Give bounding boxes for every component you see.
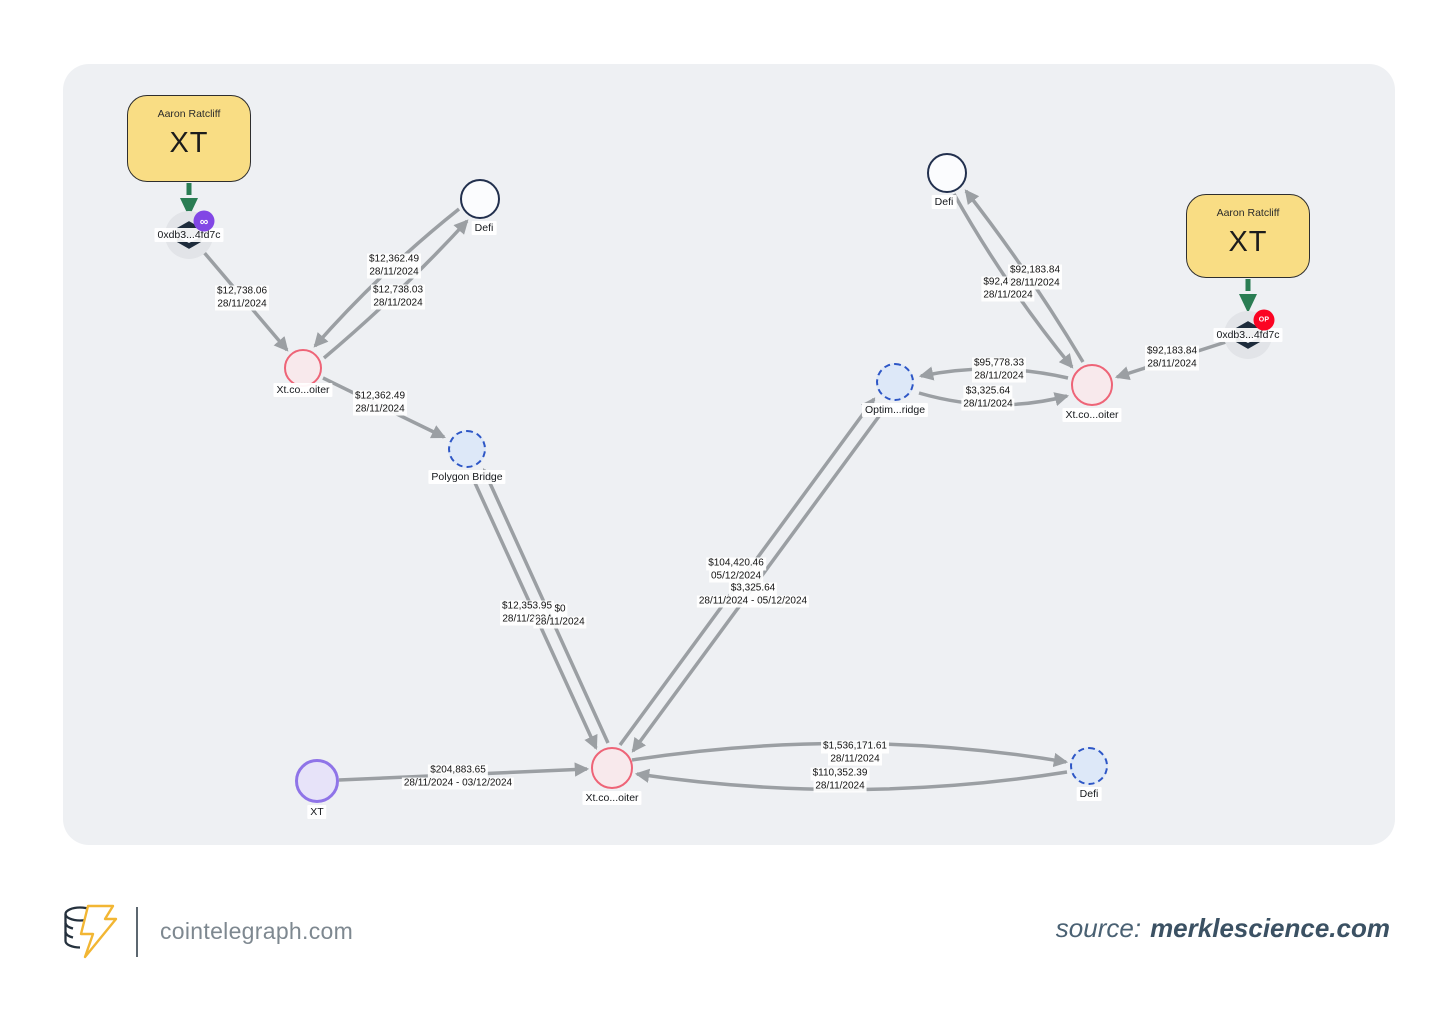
edge-amount: $12,738.03 [370, 284, 426, 297]
attribution-arrowhead-right [1239, 294, 1257, 313]
edge-date: 28/11/2024 [533, 616, 587, 629]
edge-amount: $0 [552, 603, 568, 616]
edge-amount: $95,778.33 [971, 357, 1027, 370]
edge-date: 28/11/2024 [813, 780, 867, 793]
actor-ticker: XT [1228, 226, 1268, 258]
node-label: Xt.co...oiter [582, 791, 642, 805]
actor-card-right: Aaron Ratcliff XT [1186, 194, 1310, 278]
edge-label: $92,49 28/11/2024 [981, 276, 1035, 302]
node-exchange-center [591, 747, 633, 789]
brand-site: cointelegraph.com [160, 918, 354, 944]
footer-divider [136, 906, 138, 957]
edge-label: $12,362.49 28/11/2024 [366, 253, 422, 279]
wallet-address-left: 0xdb3...4fd7c [154, 228, 224, 242]
edge-date: 28/11/2024 - 03/12/2024 [401, 777, 515, 790]
node-label: Xt.co...oiter [273, 383, 333, 397]
edge-date: 28/11/2024 [828, 753, 882, 766]
edge-label: $3,325.64 28/11/2024 [961, 385, 1015, 411]
edge-label: $104,420.46 05/12/2024 [706, 557, 766, 583]
attribution-arrowhead-left [180, 198, 198, 217]
edge-layer [180, 183, 1257, 792]
edge-date: 28/11/2024 [981, 289, 1035, 302]
edge-date: 28/11/2024 [371, 297, 425, 310]
edge-amount: $92,183.84 [1007, 264, 1063, 277]
edge-label: $3,325.64 28/11/2024 - 05/12/2024 [696, 582, 810, 608]
badge-glyph: OP [1258, 316, 1270, 324]
actor-name: Aaron Ratcliff [157, 108, 221, 120]
edge-amount: $12,362.49 [352, 390, 408, 403]
badge-glyph: ∞ [199, 214, 209, 228]
graph-canvas: Aaron Ratcliff XT Aaron Ratcliff XT ∞ 0x… [63, 64, 1395, 845]
node-defi-bottom-right [1070, 747, 1108, 785]
edge-date: 28/11/2024 [961, 398, 1015, 411]
source-label: source: [1055, 913, 1142, 943]
edge-label: $92,183.84 28/11/2024 [1007, 264, 1063, 290]
node-xt-token [295, 759, 339, 803]
node-label: Xt.co...oiter [1062, 408, 1122, 422]
edge-label: $92,183.84 28/11/2024 [1144, 345, 1200, 371]
edge-label: $12,738.06 28/11/2024 [214, 285, 270, 311]
edge-amount: $104,420.46 [706, 557, 766, 570]
edge-amount: $204,883.65 [428, 764, 488, 777]
edge-label: $12,738.03 28/11/2024 [370, 284, 426, 310]
cointelegraph-logo-icon [64, 904, 118, 959]
edge-label: $110,352.39 28/11/2024 [810, 767, 870, 793]
edge-amount: $110,352.39 [810, 767, 870, 780]
node-polygon-bridge [448, 430, 486, 468]
footer-source: source: merklescience.com [1056, 913, 1390, 944]
wallet-address-right: 0xdb3...4fd7c [1213, 328, 1283, 342]
actor-name: Aaron Ratcliff [1216, 207, 1280, 219]
edge-label: $204,883.65 28/11/2024 - 03/12/2024 [401, 764, 515, 790]
node-label: Defi [1076, 787, 1102, 801]
actor-card-left: Aaron Ratcliff XT [127, 95, 251, 182]
edge-label: $0 28/11/2024 [533, 603, 587, 629]
optimism-badge-icon: OP [1253, 309, 1275, 331]
edge-amount: $1,536,171.61 [821, 740, 889, 753]
source-site: merklescience.com [1150, 913, 1390, 943]
edge-amount: $12,738.06 [214, 285, 270, 298]
edge-date: 28/11/2024 [972, 370, 1026, 383]
actor-ticker: XT [169, 127, 209, 159]
edge-date: 28/11/2024 [1145, 358, 1199, 371]
edge-amount: $3,325.64 [963, 385, 1013, 398]
node-exchange-right [1071, 364, 1113, 406]
node-label: XT [307, 805, 327, 819]
node-optimism-bridge [876, 363, 914, 401]
edge-date: 28/11/2024 [215, 298, 269, 311]
edge-date: 28/11/2024 [353, 403, 407, 416]
node-defi-top-right [927, 153, 967, 193]
node-label: Polygon Bridge [428, 470, 506, 484]
edge-amount: $92,183.84 [1144, 345, 1200, 358]
node-defi-top-left [460, 179, 500, 219]
edge-date: 05/12/2024 [708, 570, 764, 583]
edge-amount: $12,362.49 [366, 253, 422, 266]
edge-amount: $92,49 [981, 276, 1016, 289]
node-exchange-left [284, 349, 322, 387]
node-label: Defi [471, 221, 497, 235]
edge-label: $95,778.33 28/11/2024 [971, 357, 1027, 383]
node-label: Optim...ridge [861, 403, 929, 417]
edge-label: $1,536,171.61 28/11/2024 [821, 740, 889, 766]
polygon-badge-icon: ∞ [193, 210, 215, 232]
edge-amount: $3,325.64 [728, 582, 778, 595]
footer-brand: cointelegraph.com [62, 903, 353, 960]
edge-date: 28/11/2024 [1008, 277, 1062, 290]
node-label: Defi [931, 195, 957, 209]
edge-label: $12,362.49 28/11/2024 [352, 390, 408, 416]
edge-amount: $12,353.95 [499, 600, 555, 613]
edge-date: 28/11/2024 [367, 266, 421, 279]
edge-date: 28/11/2024 - 05/12/2024 [696, 595, 810, 608]
